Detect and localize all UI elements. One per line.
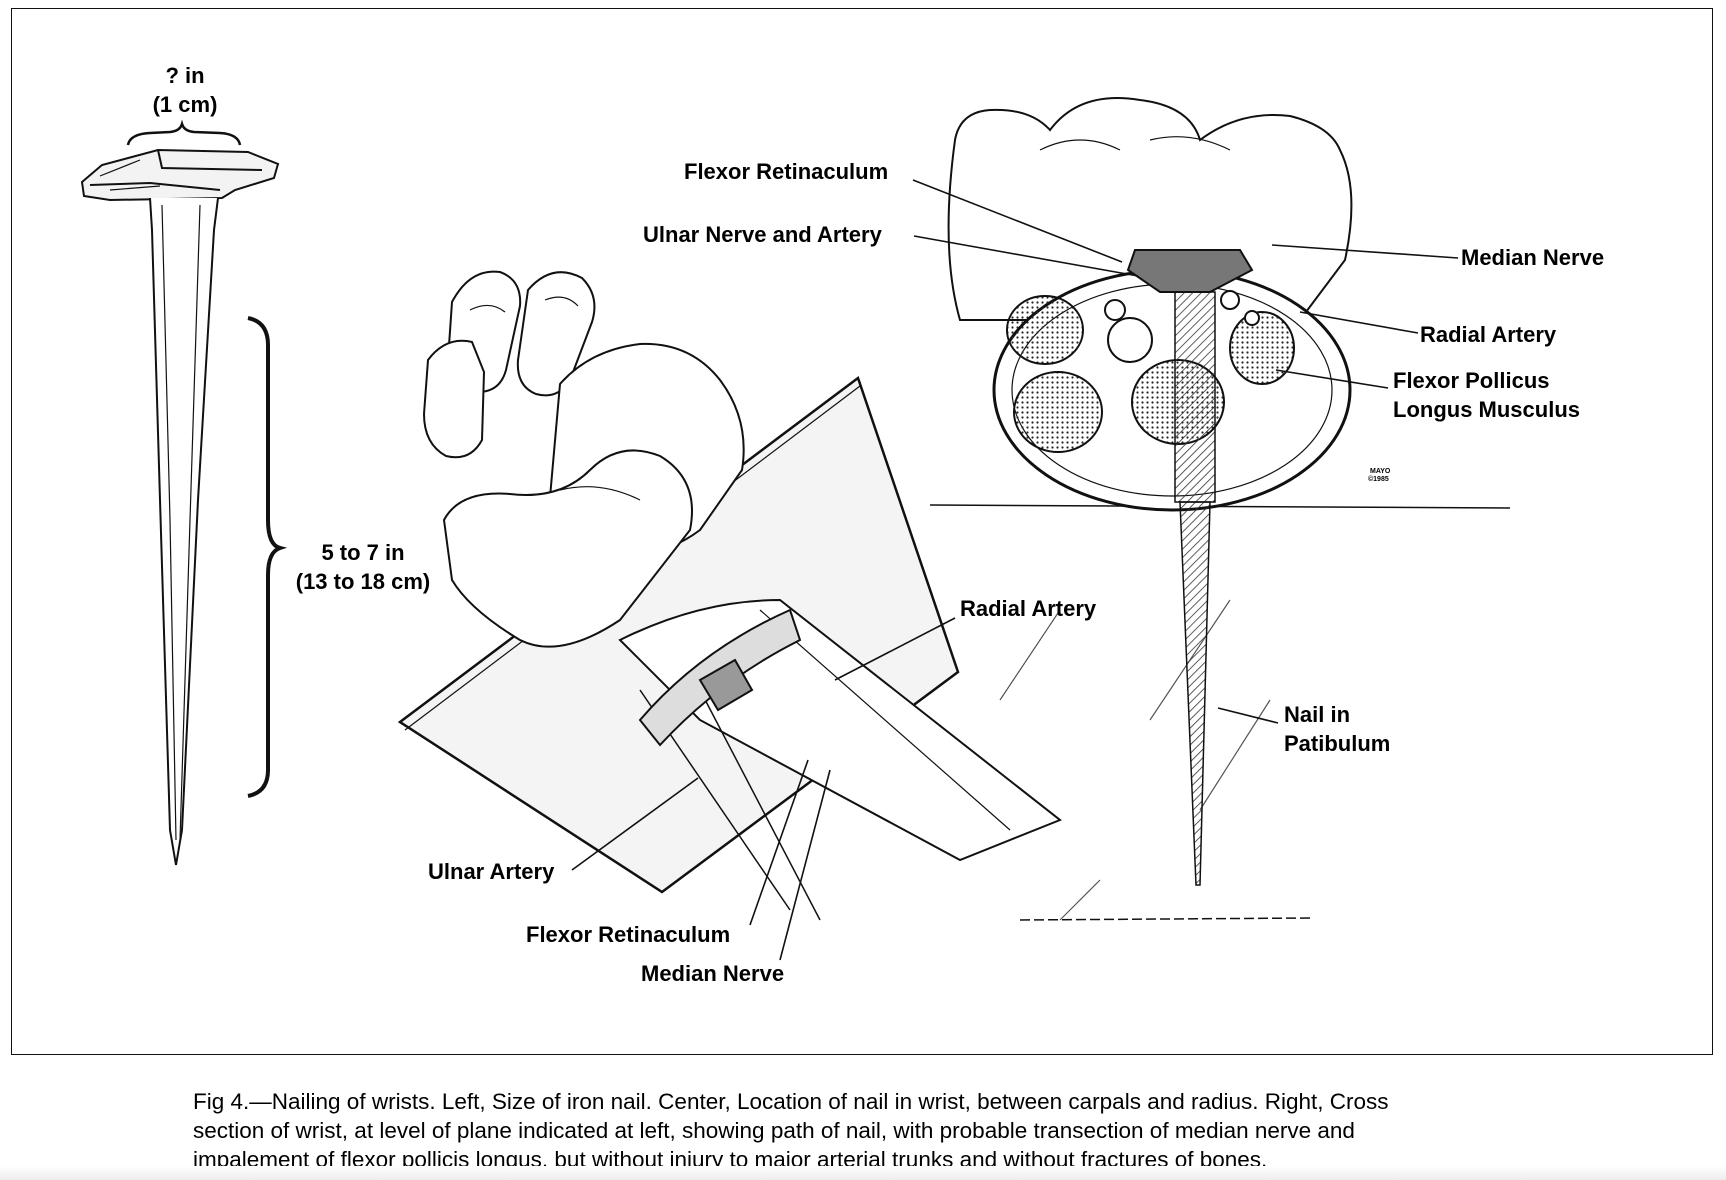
label-radial-artery-center: Radial Artery [960,596,1097,621]
nail-length-brace [247,316,288,798]
label-flexor-retinaculum-top: Flexor Retinaculum [684,159,889,184]
label-ulnar-nerve-artery: Ulnar Nerve and Artery [643,222,882,247]
label-median-nerve-bottom: Median Nerve [641,961,785,986]
figure-frame [11,8,1713,1055]
hand-center [397,270,1062,921]
label-radial-artery-top: Radial Artery [1420,322,1557,347]
figure-caption: Fig 4.—Nailing of wrists. Left, Size of … [193,1087,1573,1174]
leader-lines [571,179,1459,961]
label-ulnar-artery: Ulnar Artery [428,859,555,884]
nail-length-label: 5 to 7 in (13 to 18 cm) [295,540,431,594]
label-flexor-retinaculum-bottom: Flexor Retinaculum [526,922,731,947]
nail-head-size-label: ? in (1 cm) [152,63,218,117]
label-flexor-pollicus: Flexor Pollicus Longus Musculus [1393,368,1580,422]
label-median-nerve-top: Median Nerve [1461,245,1605,270]
caption-line-2: section of wrist, at level of plane indi… [193,1118,1355,1143]
nail-left [80,148,280,866]
signature-line1: MAYO [1370,468,1391,475]
label-nail-in-patibulum: Nail in Patibulum [1284,702,1391,756]
nail-head-brace [126,119,242,146]
bottom-edge [0,1166,1726,1180]
cross-section-right [929,97,1511,921]
caption-line-1: Fig 4.—Nailing of wrists. Left, Size of … [193,1089,1389,1114]
signature-line2: ©1985 [1368,475,1389,483]
